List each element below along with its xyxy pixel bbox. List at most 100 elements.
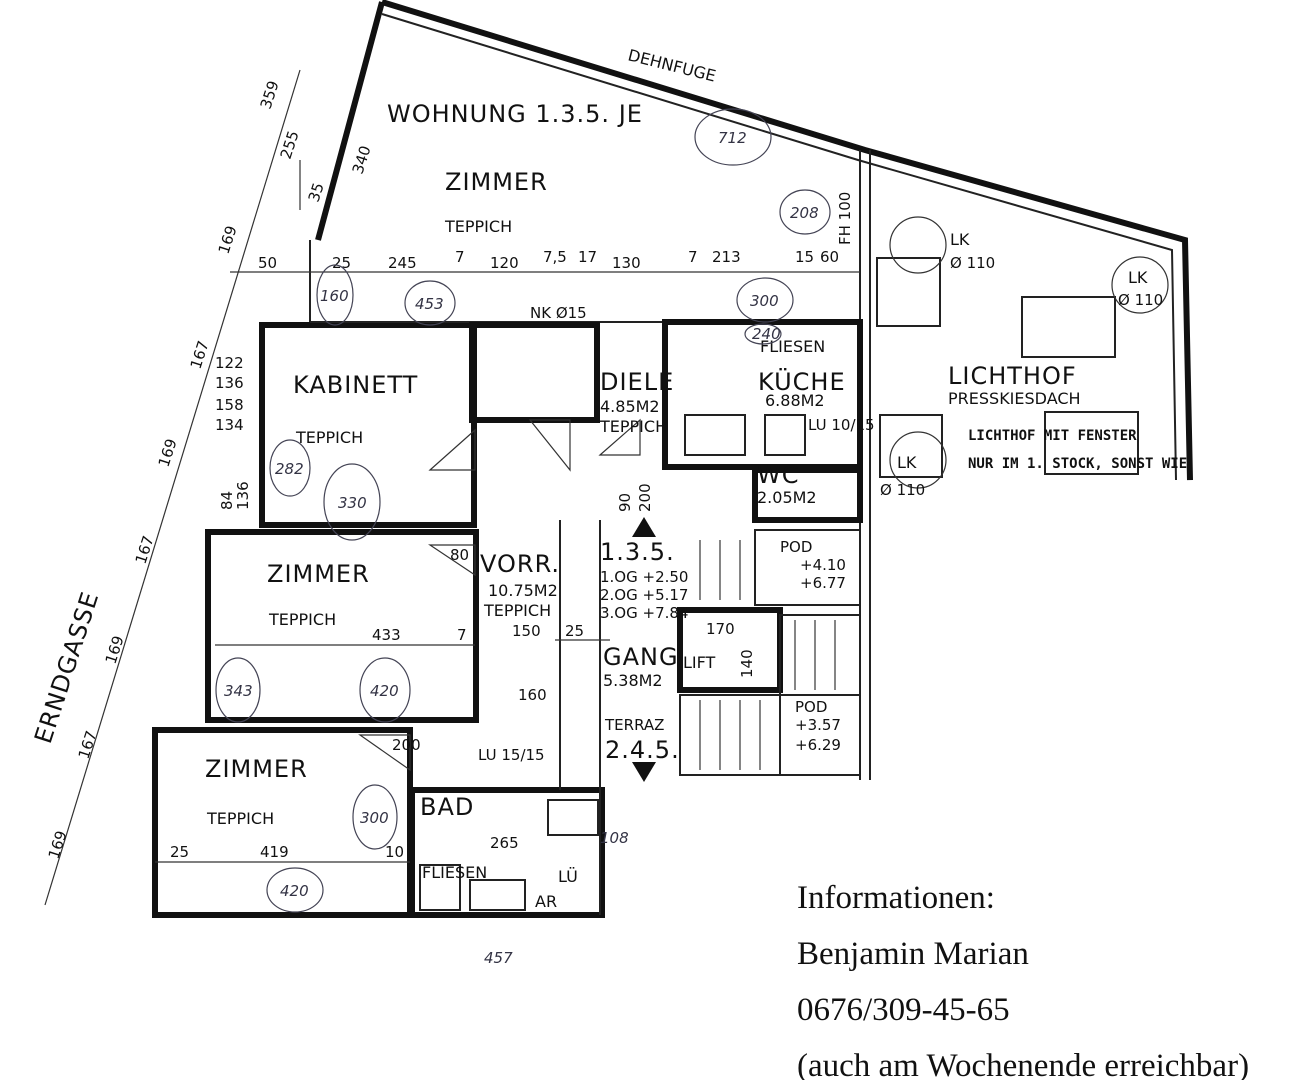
- lk-circle: [1111, 256, 1169, 314]
- plan-label: 169: [155, 436, 181, 469]
- plan-label: 25: [170, 843, 189, 861]
- plan-label: LK: [950, 230, 970, 249]
- contact-info: Informationen: Benjamin Marian 0676/309-…: [797, 870, 1249, 1080]
- plan-line: [876, 257, 941, 327]
- outer-wall-top: [381, 0, 1193, 481]
- plan-label: 167: [132, 533, 158, 566]
- stair-down-arrow: [632, 762, 656, 782]
- plan-label: NK Ø15: [530, 304, 587, 322]
- plan-line: [358, 734, 411, 772]
- plan-label: 208: [790, 204, 819, 222]
- room-floor: TEPPICH: [295, 428, 363, 447]
- plan-line: [736, 277, 794, 323]
- plan-label: 10: [385, 843, 404, 861]
- stair-label: 1.3.5.: [600, 538, 675, 566]
- handwritten-annotations: 712 208 453 300 160 330 282 420 343 300 …: [215, 108, 831, 967]
- kabinett-walls: [259, 322, 477, 528]
- outer-wall-inner-line: [381, 13, 1177, 481]
- plan-line: [779, 189, 831, 235]
- plan-label: 265: [490, 834, 519, 852]
- contact-phone: 0676/309-45-65: [797, 992, 1010, 1028]
- plan-label: 7,5: [543, 248, 567, 266]
- plan-label: 420: [280, 882, 309, 900]
- plan-label: 200: [636, 483, 654, 512]
- plan-label: 359: [257, 78, 283, 111]
- plan-label: 170: [706, 620, 735, 638]
- plan-label: 245: [388, 254, 417, 272]
- plan-label: 160: [320, 287, 349, 305]
- plan-label: Ø 110: [1118, 291, 1163, 309]
- plan-line: [266, 867, 324, 913]
- room-name: KÜCHE: [758, 367, 846, 396]
- pod1-box: [754, 529, 861, 606]
- plan-line: [215, 657, 261, 723]
- room-name: AR: [535, 892, 557, 911]
- plan-label: 300: [360, 809, 389, 827]
- plan-label: 136: [215, 374, 244, 392]
- room-area: 2.05M2: [757, 488, 817, 507]
- plan-line: [428, 544, 476, 577]
- plan-label: 35: [305, 181, 328, 205]
- room-floor: TEPPICH: [268, 610, 336, 629]
- plan-label: 2.OG +5.17: [600, 586, 688, 604]
- ar-nk-walls: [469, 322, 600, 423]
- plan-label: 150: [512, 622, 541, 640]
- info-heading: Informationen:: [797, 880, 995, 916]
- contact-availability: (auch am Wochenende erreichbar): [797, 1048, 1250, 1080]
- plan-label: 160: [518, 686, 547, 704]
- plan-label: 200: [392, 736, 421, 754]
- room-name: GANG: [603, 643, 679, 671]
- stair-up-arrow: [632, 517, 656, 537]
- lichthof-note: LICHTHOF MIT FENSTER: [968, 428, 1137, 444]
- plan-label: TERRAZ: [604, 716, 664, 734]
- plan-label: LK: [1128, 268, 1148, 287]
- plan-label: 457: [484, 949, 513, 967]
- room-name: BAD: [420, 793, 474, 821]
- room-name: KABINETT: [293, 371, 418, 399]
- plan-label: 167: [75, 728, 101, 761]
- plan-line: [419, 864, 461, 911]
- plan-line: [1021, 296, 1116, 358]
- plan-label: FH 100: [836, 192, 854, 245]
- top-dimensions: 50 25 245 7 120 7,5 17 130 7 213 15 60: [258, 248, 839, 272]
- room-name: VORR.: [480, 550, 560, 578]
- wc-walls: [752, 467, 863, 523]
- plan-label: POD: [795, 698, 827, 716]
- plan-label: Ø 110: [880, 481, 925, 499]
- plan-line: [316, 264, 354, 326]
- plan-label: 167: [187, 338, 213, 371]
- room-name: ZIMMER: [445, 168, 548, 196]
- room-floor: TEPPICH: [483, 601, 551, 620]
- plan-label: 213: [712, 248, 741, 266]
- plan-line: [404, 280, 456, 326]
- plan-label: 80: [450, 546, 469, 564]
- plan-line: [428, 428, 476, 471]
- plan-label: 330: [338, 494, 367, 512]
- plan-label: 120: [490, 254, 519, 272]
- plan-label: 169: [215, 223, 241, 256]
- plan-title: WOHNUNG 1.3.5. JE: [387, 100, 643, 128]
- plan-label: 140: [738, 649, 756, 678]
- plan-label: +4.10: [800, 556, 846, 574]
- plan-label: LU 10/15: [808, 416, 875, 434]
- plan-label: LK: [897, 453, 917, 472]
- lu-label: LÜ: [558, 867, 578, 886]
- plan-label: 712: [718, 129, 747, 147]
- plan-line: [547, 799, 599, 836]
- plan-label: 17: [578, 248, 597, 266]
- plan-label: 158: [215, 396, 244, 414]
- plan-line: [764, 414, 806, 456]
- plan-line: [352, 784, 398, 850]
- plan-line: [679, 694, 781, 776]
- room-name: ZIMMER: [267, 560, 370, 588]
- plan-line: [694, 108, 772, 166]
- room-floor: FLIESEN: [422, 863, 487, 882]
- plan-label: 25: [565, 622, 584, 640]
- lichthof-note: NUR IM 1. STOCK, SONST WIE: [968, 456, 1187, 472]
- stairs: [699, 540, 836, 770]
- plan-label: 108: [600, 829, 629, 847]
- plan-label: 25: [332, 254, 351, 272]
- plan-label: 340: [349, 143, 375, 176]
- lk-circle: [889, 431, 947, 489]
- plan-label: 300: [750, 292, 779, 310]
